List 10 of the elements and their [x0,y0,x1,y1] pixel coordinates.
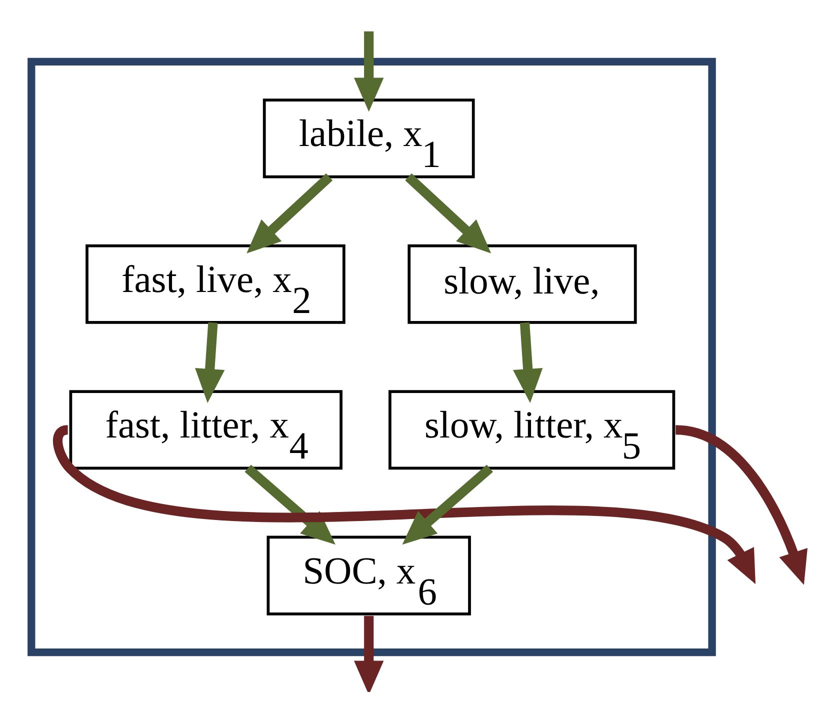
node-box: slow, live, [408,244,637,324]
arrow [405,172,492,253]
arrow [354,615,384,692]
arrow [354,30,384,112]
arrow [53,424,756,584]
arrow [244,464,336,544]
arrow [512,322,543,402]
arrow [246,172,333,253]
cluster [28,57,716,656]
arrow [195,322,225,402]
